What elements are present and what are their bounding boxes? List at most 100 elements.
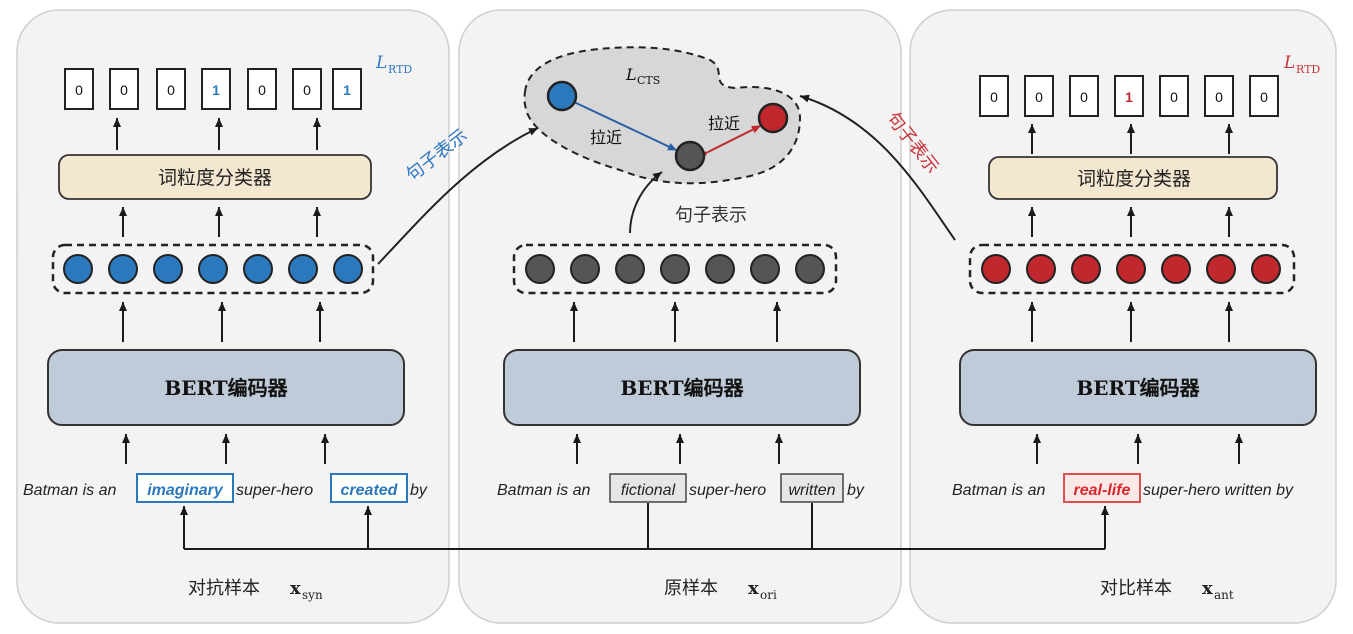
- panel-center: [458, 9, 902, 624]
- left-encoder-label: BERT编码器: [164, 376, 288, 400]
- left-output-value: 1: [343, 82, 351, 98]
- center-arrows-to-nodes: [570, 302, 781, 342]
- right-sentence-part: Batman is an: [952, 482, 1045, 499]
- left-sentence-part: Batman is an: [23, 482, 116, 499]
- right-arrows-to-classifier: [1028, 207, 1233, 237]
- right-output-value: 0: [990, 89, 998, 105]
- center-sentence-rep-label: 句子表示: [675, 205, 747, 226]
- left-loss-label: L RTD: [375, 53, 412, 76]
- center-caption-text: 原样本: [664, 578, 718, 599]
- right-token-nodes: [981, 254, 1281, 284]
- right-sentence-replaced-word: real-life: [1074, 482, 1131, 499]
- cts-node-original: [674, 140, 706, 172]
- left-output-box: [292, 68, 322, 110]
- center-sentence-word: written: [788, 482, 835, 499]
- right-arrows-to-outputs: [1028, 124, 1233, 154]
- center-word-highlight: [780, 473, 844, 503]
- right-output-box: [979, 75, 1009, 117]
- right-output-value: 0: [1215, 89, 1223, 105]
- right-loss-label: L RTD: [1283, 53, 1320, 76]
- left-output-box: [64, 68, 94, 110]
- right-output-row: 0 0 0 1 0 0 0: [979, 75, 1279, 117]
- left-token-nodes: [63, 254, 363, 284]
- right-output-value: 0: [1080, 89, 1088, 105]
- right-output-value: 0: [1035, 89, 1043, 105]
- left-sentence-replaced-word: imaginary: [147, 482, 224, 499]
- left-encoder-box: [47, 349, 405, 426]
- center-token-node: [525, 254, 555, 284]
- left-arrows-to-encoder: [122, 434, 329, 464]
- right-encoder-box: [959, 349, 1317, 426]
- right-output-box: [1249, 75, 1279, 117]
- right-caption-text: 对比样本: [1100, 578, 1172, 599]
- left-token-node: [63, 254, 93, 284]
- right-arrows-to-nodes: [1028, 302, 1233, 342]
- left-sentence-replaced-word: created: [341, 482, 399, 499]
- right-sentence-part: super-hero written by: [1143, 482, 1294, 499]
- left-output-box: [247, 68, 277, 110]
- right-output-value: 0: [1170, 89, 1178, 105]
- right-loss-L: L: [1283, 53, 1295, 73]
- center-token-node: [570, 254, 600, 284]
- left-output-value: 0: [167, 82, 175, 98]
- left-caption: 对抗样本 x syn: [188, 578, 323, 602]
- right-token-group: [968, 243, 1296, 295]
- right-output-box: [1069, 75, 1099, 117]
- left-output-box: [201, 68, 231, 110]
- center-token-node: [705, 254, 735, 284]
- right-output-value: 1: [1125, 89, 1133, 105]
- right-token-node: [1161, 254, 1191, 284]
- pull-label-right: 拉近: [708, 114, 740, 133]
- right-token-node: [1026, 254, 1056, 284]
- left-token-group: [51, 243, 375, 295]
- left-token-node: [198, 254, 228, 284]
- center-sentence-rep-arrow: [629, 171, 663, 234]
- center-encoder-box: [503, 349, 861, 426]
- left-classifier-box: [58, 154, 372, 200]
- left-caption-var: x: [290, 578, 301, 599]
- right-output-box: [1024, 75, 1054, 117]
- center-token-node: [795, 254, 825, 284]
- right-classifier-label: 词粒度分类器: [1077, 168, 1191, 190]
- left-token-node: [288, 254, 318, 284]
- left-output-box: [156, 68, 186, 110]
- left-token-node: [333, 254, 363, 284]
- left-output-value: 0: [120, 82, 128, 98]
- right-caption-var: x: [1202, 578, 1213, 599]
- center-sentence-word: fictional: [621, 482, 676, 499]
- right-token-node: [1116, 254, 1146, 284]
- center-token-node: [660, 254, 690, 284]
- left-sentence-part: super-hero: [236, 482, 313, 499]
- right-caption: 对比样本 x ant: [1100, 578, 1234, 602]
- cts-loss-label: L CTS: [625, 65, 660, 87]
- right-token-node: [1251, 254, 1281, 284]
- right-output-box: [1114, 75, 1144, 117]
- pull-line-blue: [565, 94, 677, 151]
- substitution-connector: [180, 503, 1109, 550]
- right-caption-sub: ant: [1214, 588, 1234, 602]
- center-arrows-to-encoder: [573, 434, 783, 464]
- left-caption-text: 对抗样本: [188, 578, 260, 599]
- right-sentence-rep-arrow: [799, 94, 956, 241]
- left-token-node: [108, 254, 138, 284]
- left-loss-L: L: [375, 53, 387, 73]
- left-arrows-to-outputs: [113, 118, 321, 150]
- right-loss-sub: RTD: [1296, 63, 1320, 76]
- left-output-value: 1: [212, 82, 220, 98]
- right-output-box: [1159, 75, 1189, 117]
- center-sentence-part: Batman is an: [497, 482, 590, 499]
- left-token-node: [243, 254, 273, 284]
- left-token-node: [153, 254, 183, 284]
- pull-label-left: 拉近: [590, 128, 622, 147]
- left-word-highlight: [136, 473, 234, 503]
- right-token-node: [981, 254, 1011, 284]
- left-arrows-to-nodes: [119, 302, 324, 342]
- left-output-value: 0: [75, 82, 83, 98]
- left-caption-sub: syn: [302, 588, 323, 602]
- center-sentence-part: by: [847, 482, 865, 499]
- right-token-node: [1206, 254, 1236, 284]
- center-caption-var: x: [748, 578, 759, 599]
- right-token-node: [1071, 254, 1101, 284]
- center-caption: 原样本 x ori: [664, 578, 777, 602]
- left-arrows-to-classifier: [119, 207, 321, 237]
